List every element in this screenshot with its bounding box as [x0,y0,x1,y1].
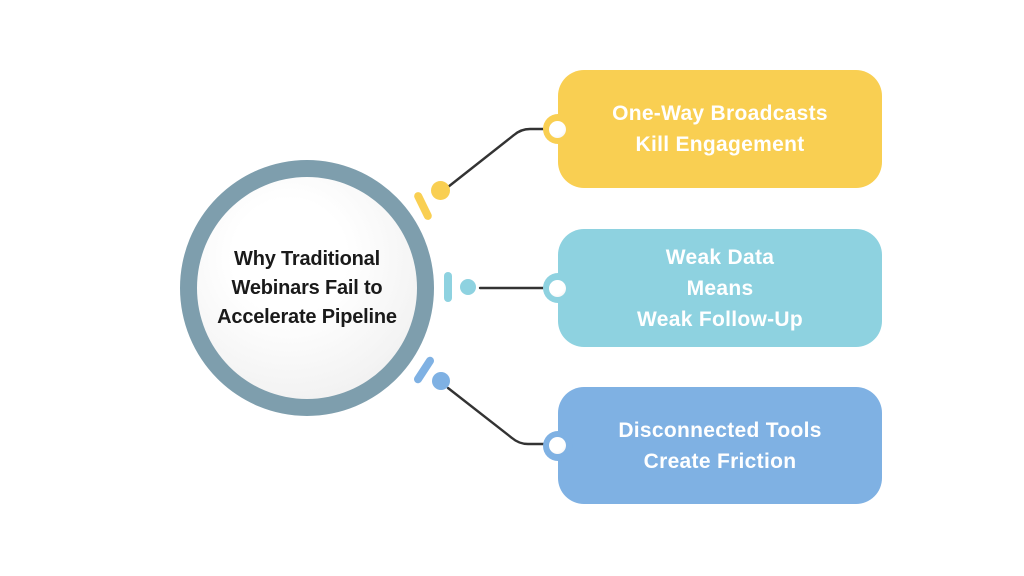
card-one-way-broadcasts: One-Way Broadcasts Kill Engagement [543,70,882,188]
card-label-line: Kill Engagement [635,133,805,156]
central-topic-title: Why Traditional Webinars Fail to Acceler… [217,245,397,332]
central-topic-circle: Why Traditional Webinars Fail to Acceler… [180,160,434,416]
card-port-dot [549,437,566,454]
card-label-line: Weak Data [665,245,775,269]
connector-bottom [446,386,548,446]
title-line: Webinars Fail to [231,276,383,299]
tangent-dash-teal [444,272,452,302]
card-label-line: Weak Follow-Up [637,307,803,331]
card-label-line: Create Friction [643,449,797,473]
card-label-line: Means [686,276,754,300]
title-line: Why Traditional [234,247,380,270]
title-line: Accelerate Pipeline [217,305,397,328]
card-weak-data: Weak Data Means Weak Follow-Up [543,229,882,347]
node-dot-teal [460,279,476,295]
card-port-dot [549,120,566,138]
card-port-dot [549,279,566,297]
card-label-line: Disconnected Tools [618,418,822,442]
node-dot-blue [432,372,450,390]
node-dot-yellow [431,181,450,200]
card-disconnected-tools: Disconnected Tools Create Friction [543,387,882,504]
card-label-line: One-Way Broadcasts [612,102,828,125]
connector-top [446,127,548,189]
